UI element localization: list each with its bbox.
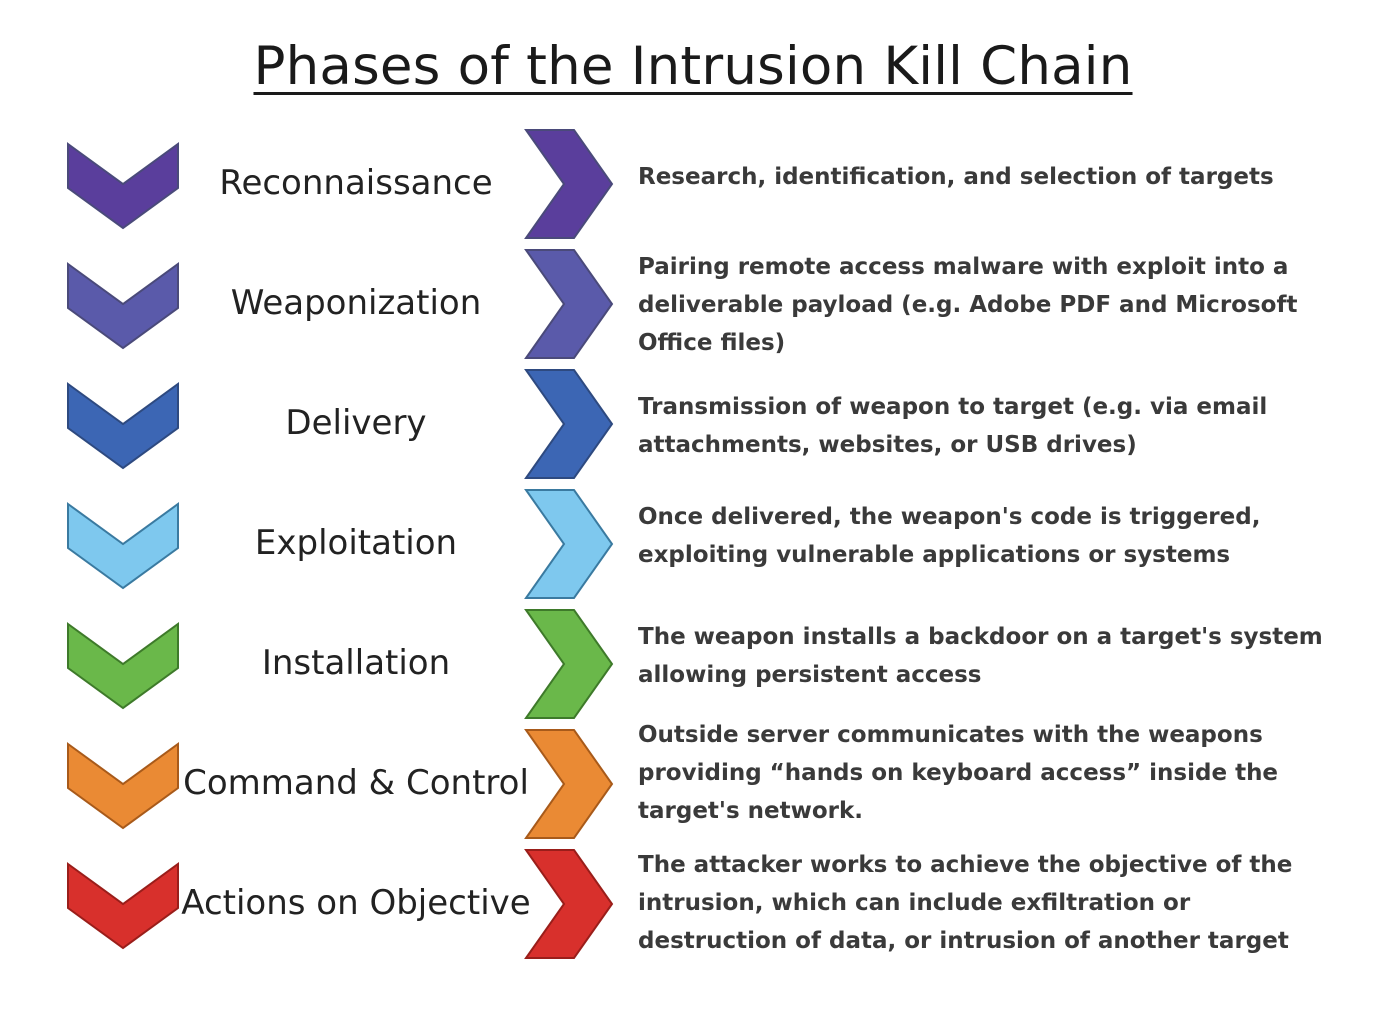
phase-name: Exploitation bbox=[254, 523, 458, 563]
down-chevron-icon bbox=[67, 622, 179, 710]
phase-name: Installation bbox=[261, 643, 451, 683]
phase-description: The weapon installs a backdoor on a targ… bbox=[638, 624, 1323, 688]
phase-row-delivery: Delivery Transmission of weapon to targe… bbox=[0, 368, 1386, 488]
down-chevron-icon bbox=[67, 742, 179, 830]
phase-row-reconnaissance: Reconnaissance Research, identification,… bbox=[0, 128, 1386, 248]
down-chevron-icon bbox=[67, 382, 179, 470]
phase-description: Pairing remote access malware with explo… bbox=[638, 254, 1298, 356]
right-chevron-icon bbox=[524, 369, 614, 479]
phase-row-exploitation: Exploitation Once delivered, the weapon'… bbox=[0, 488, 1386, 608]
phase-row-installation: Installation The weapon installs a backd… bbox=[0, 608, 1386, 728]
phase-description: Once delivered, the weapon's code is tri… bbox=[638, 504, 1261, 568]
phase-description: The attacker works to achieve the object… bbox=[638, 852, 1293, 954]
phase-row-command-control: Command & Control Outside server communi… bbox=[0, 722, 1386, 848]
right-chevron-icon bbox=[524, 849, 614, 959]
right-chevron-icon bbox=[524, 729, 614, 839]
phase-name: Delivery bbox=[285, 403, 427, 443]
phase-name: Command & Control bbox=[183, 763, 529, 803]
phase-description: Outside server communicates with the wea… bbox=[638, 722, 1279, 824]
phase-name: Actions on Objective bbox=[181, 883, 531, 923]
right-chevron-icon bbox=[524, 609, 614, 719]
down-chevron-icon bbox=[67, 142, 179, 230]
phase-description: Research, identification, and selection … bbox=[638, 164, 1274, 190]
down-chevron-icon bbox=[67, 862, 179, 950]
down-chevron-icon bbox=[67, 502, 179, 590]
diagram-title: Phases of the Intrusion Kill Chain bbox=[253, 36, 1133, 97]
phase-row-actions-on-objective: Actions on Objective The attacker works … bbox=[0, 848, 1386, 968]
down-chevron-icon bbox=[67, 262, 179, 350]
phase-description: Transmission of weapon to target (e.g. v… bbox=[638, 394, 1268, 458]
phase-name: Weaponization bbox=[230, 283, 482, 323]
right-chevron-icon bbox=[524, 249, 614, 359]
phase-row-weaponization: Weaponization Pairing remote access malw… bbox=[0, 248, 1386, 368]
phase-name: Reconnaissance bbox=[219, 163, 493, 203]
right-chevron-icon bbox=[524, 489, 614, 599]
right-chevron-icon bbox=[524, 129, 614, 239]
